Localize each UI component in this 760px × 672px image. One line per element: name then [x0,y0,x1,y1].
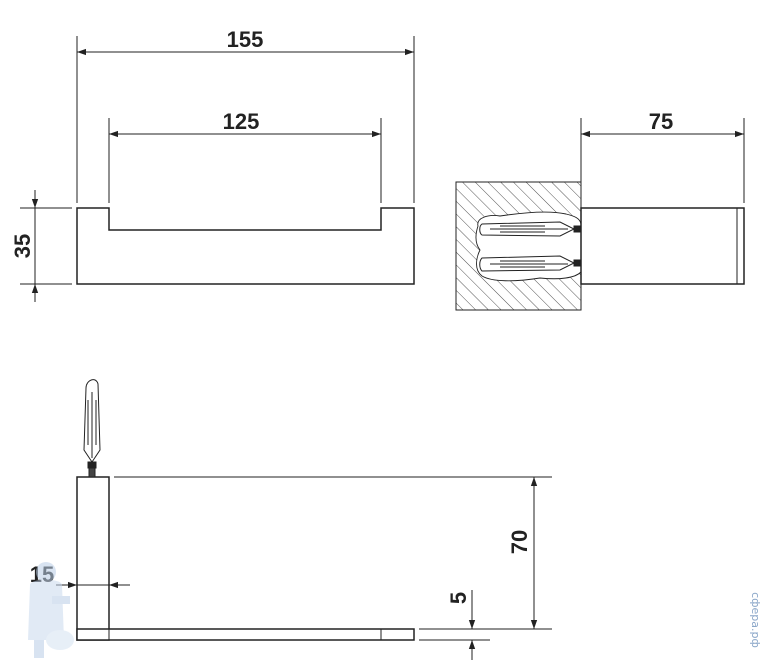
wall-anchor-lower [479,255,581,272]
dim-label-155: 155 [227,27,264,52]
dim-label-125: 125 [223,109,260,134]
site-watermark: сфера.рф [749,592,760,648]
wall-anchor-upper [479,221,581,237]
extension-lines-top [580,118,745,203]
dim-overall-length: 155 [77,27,414,56]
wall-anchor-vertical [83,379,101,478]
holder-body-top [580,207,745,285]
wall-plate [76,476,110,641]
dim-depth: 75 [581,109,744,138]
side-view [76,379,415,641]
top-view [455,181,745,311]
extension-lines-side [114,476,552,641]
holder-profile-front [76,207,415,285]
dim-label-75: 75 [649,109,673,134]
dim-inner-length: 125 [109,109,381,138]
dim-height-front: 35 [10,190,39,302]
plumber-mascot-logo [28,562,74,658]
site-watermark-text: сфера.рф [749,592,760,648]
base-arm [76,628,415,641]
front-view [76,207,415,285]
dim-base-thickness: 5 [446,590,476,660]
extension-lines-front [20,36,415,285]
dim-label-5: 5 [446,592,471,604]
dim-label-35: 35 [10,234,35,258]
dim-label-70: 70 [507,530,532,554]
dim-side-height: 70 [507,477,538,629]
